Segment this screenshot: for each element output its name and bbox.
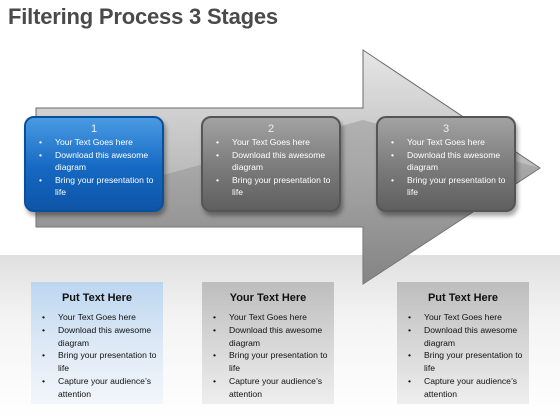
card-bullet: Download this awesome diagram bbox=[213, 324, 332, 350]
stage-number: 2 bbox=[267, 123, 275, 135]
stage-bullet: Bring your presentation to life bbox=[39, 174, 158, 199]
card-bullet-list: Your Text Goes here Download this awesom… bbox=[33, 311, 161, 401]
card-heading: Put Text Here bbox=[427, 292, 499, 304]
stage-bullet: Download this awesome diagram bbox=[216, 149, 335, 174]
stage-number: 3 bbox=[442, 123, 450, 135]
card-bullet: Bring your presentation to life bbox=[42, 349, 161, 375]
stage-bullet-list: Your Text Goes here Download this awesom… bbox=[207, 136, 335, 199]
stage-bullet: Download this awesome diagram bbox=[391, 149, 510, 174]
card-bullet: Capture your audience’s attention bbox=[42, 375, 161, 401]
stage-bullet: Bring your presentation to life bbox=[391, 174, 510, 199]
card-bullet: Your Text Goes here bbox=[408, 311, 527, 324]
stage-bullet: Bring your presentation to life bbox=[216, 174, 335, 199]
stage-box-1: 1 Your Text Goes here Download this awes… bbox=[24, 116, 164, 212]
page-title: Filtering Process 3 Stages bbox=[8, 4, 278, 29]
stage-box-3: 3 Your Text Goes here Download this awes… bbox=[376, 116, 516, 212]
stage-bullet-list: Your Text Goes here Download this awesom… bbox=[382, 136, 510, 199]
stage-bullet-list: Your Text Goes here Download this awesom… bbox=[30, 136, 158, 199]
card-bullet: Download this awesome diagram bbox=[42, 324, 161, 350]
card-bullet: Your Text Goes here bbox=[213, 311, 332, 324]
card-bullet: Your Text Goes here bbox=[42, 311, 161, 324]
stage-bullet: Download this awesome diagram bbox=[39, 149, 158, 174]
card-bullet-list: Your Text Goes here Download this awesom… bbox=[204, 311, 332, 401]
card-bullet: Bring your presentation to life bbox=[213, 349, 332, 375]
card-bullet: Bring your presentation to life bbox=[408, 349, 527, 375]
card-bullet: Capture your audience’s attention bbox=[213, 375, 332, 401]
stage-number: 1 bbox=[90, 123, 98, 135]
info-card-1: Put Text Here Your Text Goes here Downlo… bbox=[31, 282, 163, 404]
info-card-2: Your Text Here Your Text Goes here Downl… bbox=[202, 282, 334, 404]
card-heading: Put Text Here bbox=[61, 292, 133, 304]
card-heading: Your Text Here bbox=[229, 292, 307, 304]
card-bullet-list: Your Text Goes here Download this awesom… bbox=[399, 311, 527, 401]
stage-bullet: Your Text Goes here bbox=[391, 136, 510, 149]
card-bullet: Capture your audience’s attention bbox=[408, 375, 527, 401]
card-bullet: Download this awesome diagram bbox=[408, 324, 527, 350]
stage-bullet: Your Text Goes here bbox=[39, 136, 158, 149]
stage-box-2: 2 Your Text Goes here Download this awes… bbox=[201, 116, 341, 212]
stage-bullet: Your Text Goes here bbox=[216, 136, 335, 149]
info-card-3: Put Text Here Your Text Goes here Downlo… bbox=[397, 282, 529, 404]
